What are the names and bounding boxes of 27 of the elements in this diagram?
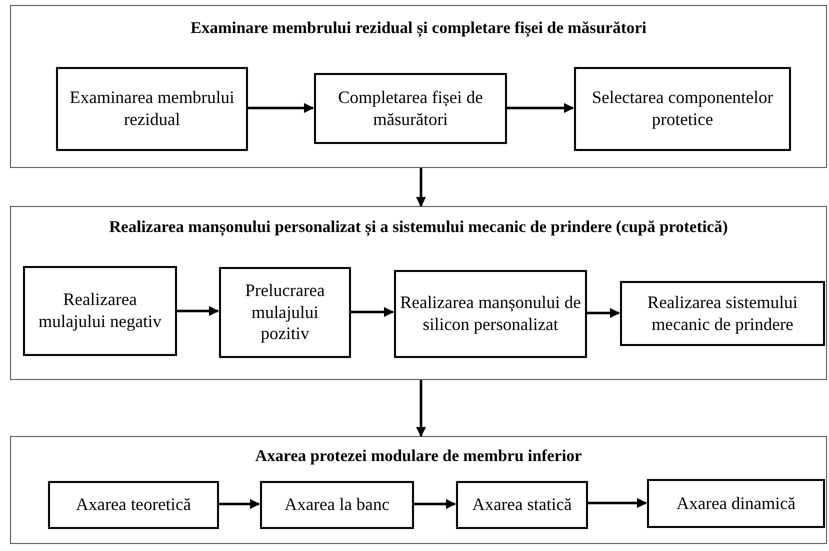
arrow — [176, 306, 219, 316]
process-box: Realizarea sistemului mecanic de prindere — [620, 281, 825, 346]
arrow — [247, 103, 314, 113]
arrow — [416, 380, 426, 437]
arrow — [587, 498, 647, 508]
process-box: Axarea teoretică — [48, 481, 219, 529]
stage-heading: Realizarea manșonului personalizat și a sistemului mecanic de prindere (cupă protetică) — [108, 217, 729, 238]
process-box: Realizarea manșonului de silicon personalizat — [394, 270, 587, 358]
arrow — [350, 307, 394, 317]
stage-panel — [10, 5, 827, 168]
process-box: Completarea fișei de măsurători — [314, 73, 507, 144]
process-box: Prelucrarea mulajului pozitiv — [219, 267, 351, 358]
stage-heading: Examinare membrului rezidual și completare fișei de măsurători — [190, 18, 648, 39]
process-box: Selectarea componentelor protetice — [574, 67, 791, 151]
arrow — [586, 308, 620, 318]
process-box: Examinarea membrului rezidual — [56, 67, 248, 151]
process-box: Axarea statică — [456, 481, 588, 529]
stage-panel — [10, 436, 827, 544]
process-box: Axarea dinamică — [647, 479, 825, 528]
process-box: Realizarea mulajului negativ — [23, 266, 177, 356]
arrow — [218, 499, 260, 509]
process-box: Axarea la banc — [260, 481, 414, 529]
arrow — [416, 168, 426, 207]
stage-heading: Axarea protezei modulare de membru inferior — [254, 446, 583, 467]
arrow — [413, 499, 456, 509]
stage-panel — [10, 206, 827, 380]
arrow — [506, 103, 574, 113]
